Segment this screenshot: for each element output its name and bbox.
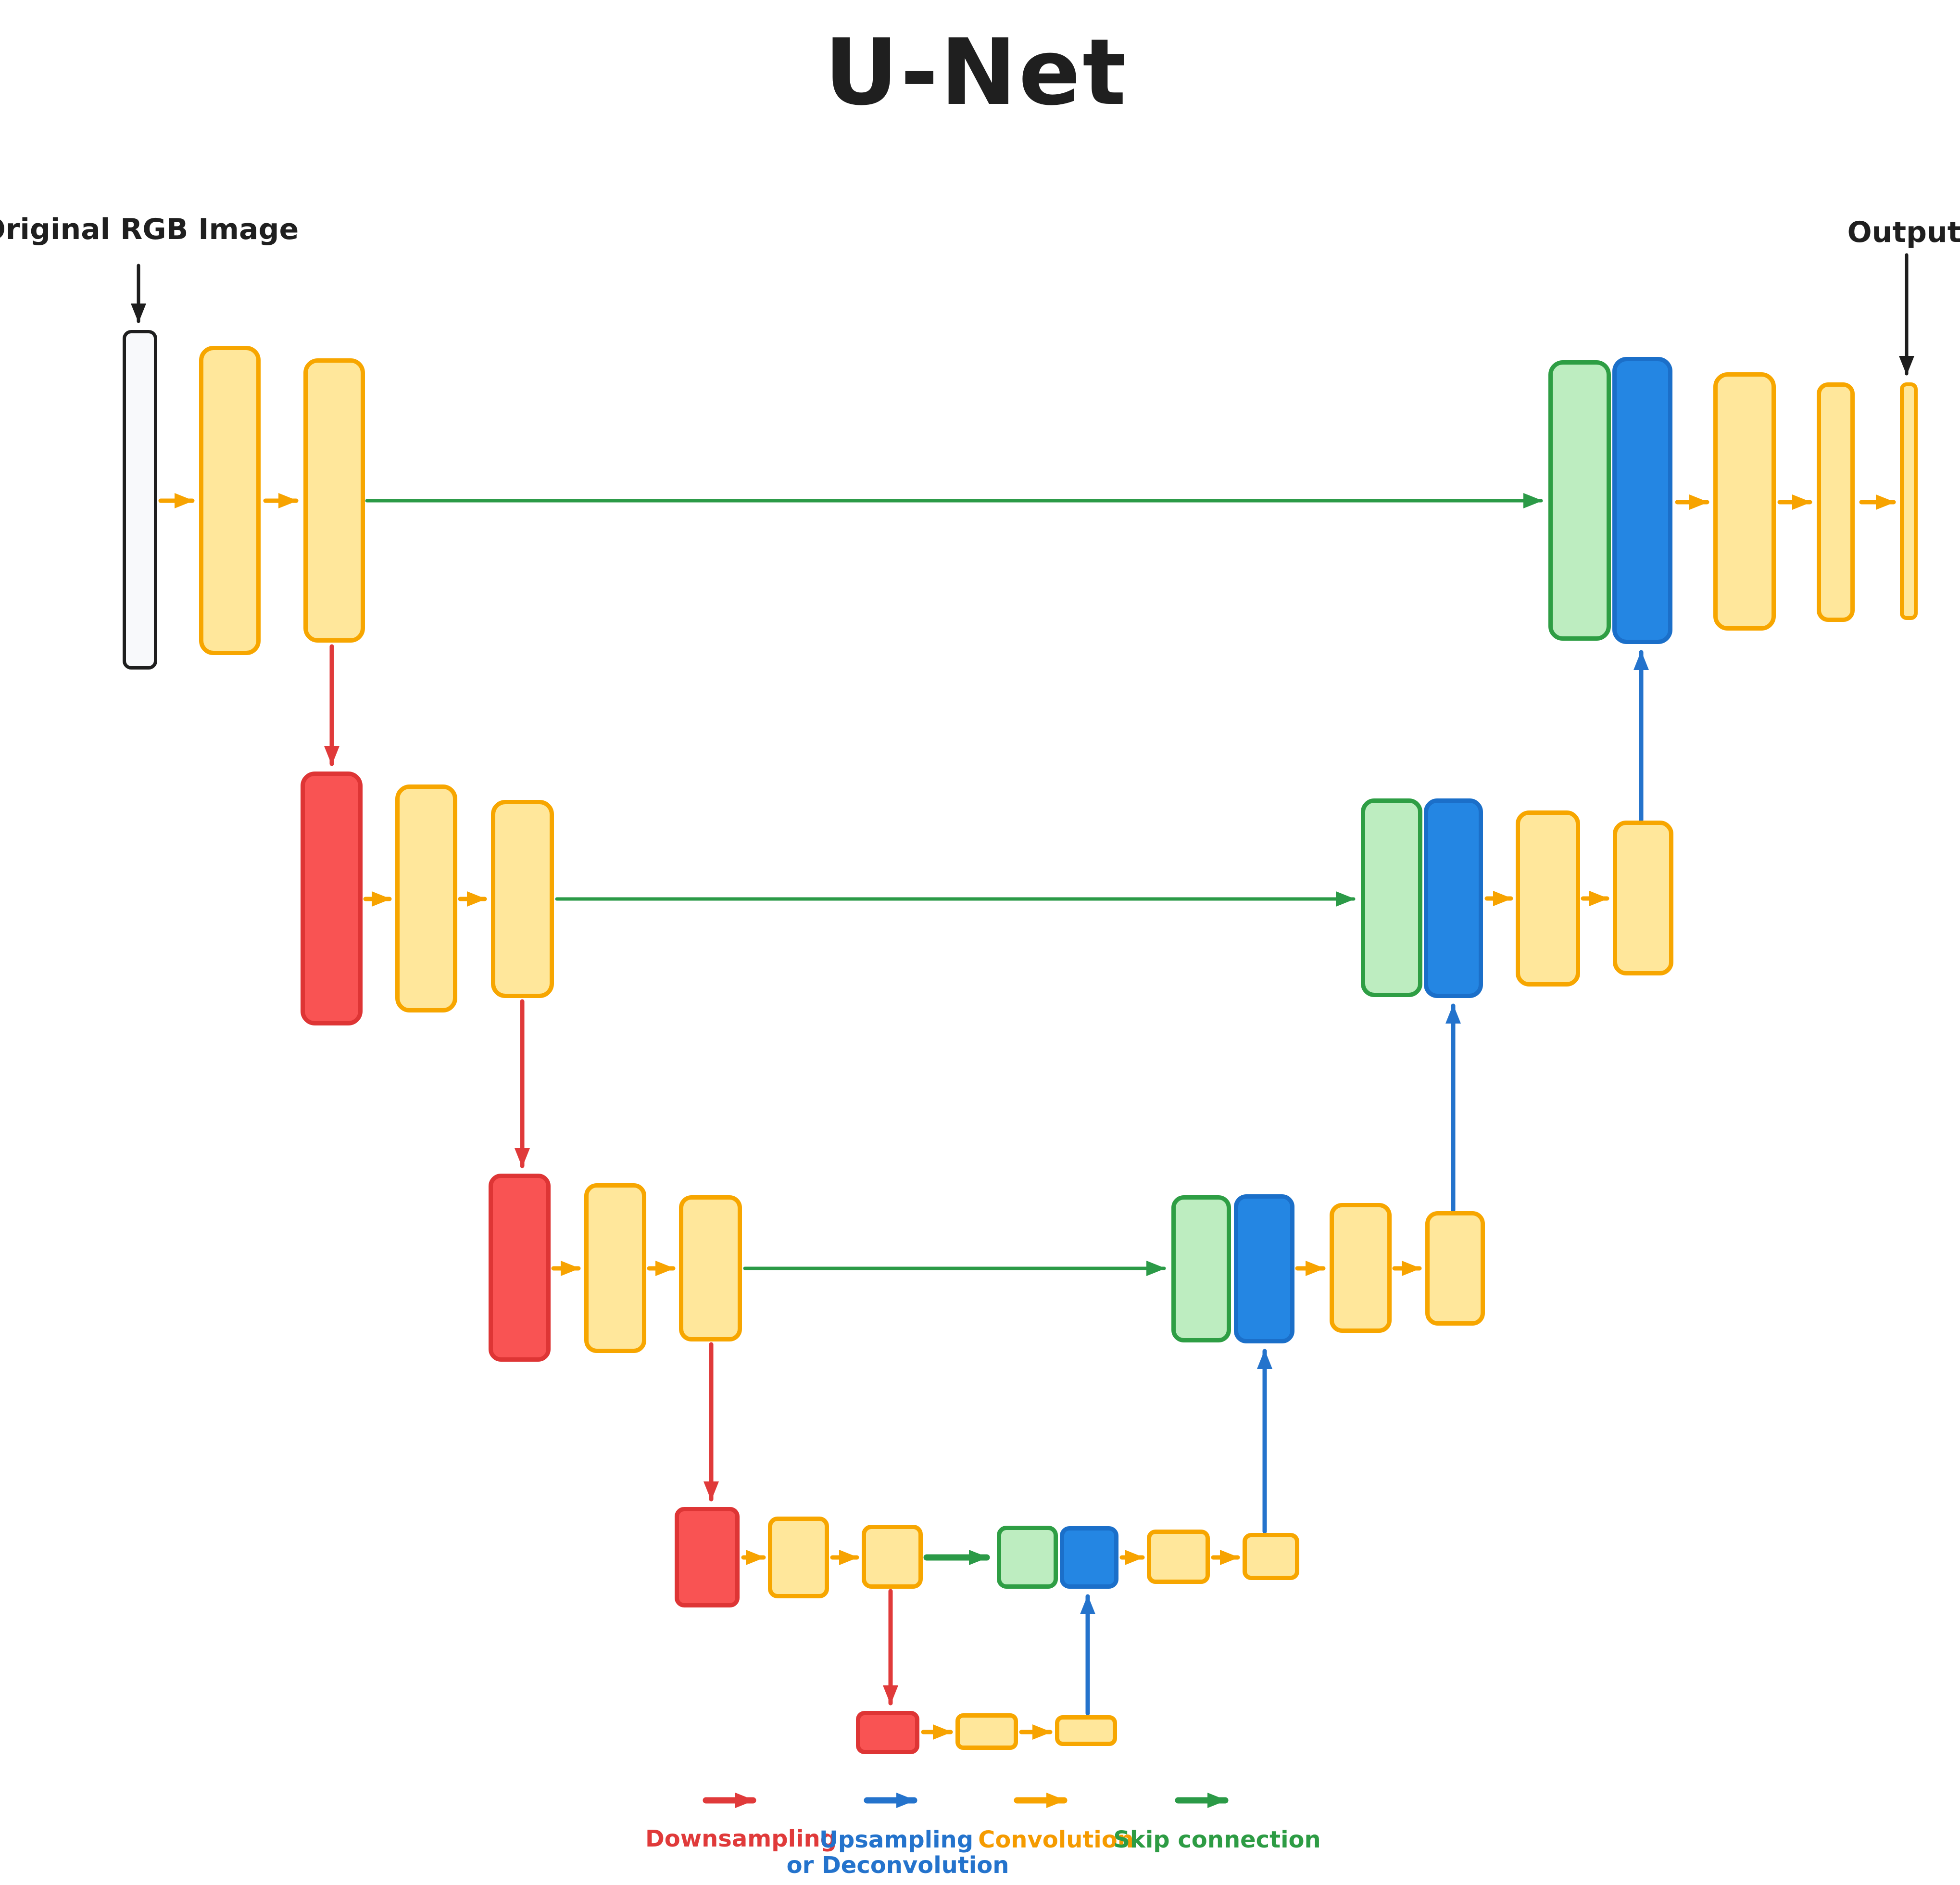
input-label: Original RGB Image: [0, 213, 299, 246]
dec3-concat-block: [1171, 1195, 1231, 1342]
legend-skip-connection-label: Skip connection: [1113, 1826, 1321, 1853]
output-block: [1900, 382, 1918, 620]
enc4-conv1-block: [768, 1517, 829, 1598]
enc2-conv2-block: [491, 800, 554, 998]
bottleneck-downsample-block: [856, 1711, 919, 1754]
page-title: U-Net: [824, 19, 1128, 126]
dec3-conv1-block: [1330, 1203, 1392, 1333]
legend-upsampling-label-line2: or Deconvolution: [786, 1852, 1009, 1879]
bottleneck-conv2-block: [1055, 1715, 1117, 1746]
enc1-conv2-block: [303, 358, 365, 643]
input-image-block: [123, 330, 157, 670]
enc4-conv2-block: [862, 1525, 923, 1589]
dec2-upsample-block: [1424, 798, 1483, 998]
legend-convolution-label: Convolution: [978, 1826, 1134, 1853]
dec4-conv2-block: [1243, 1533, 1299, 1580]
output-label: Output: [1847, 215, 1960, 249]
enc1-conv1-block: [199, 346, 261, 655]
dec2-conv2-block: [1613, 821, 1673, 975]
enc2-conv1-block: [395, 784, 457, 1012]
dec1-conv1-block: [1713, 372, 1776, 631]
legend-downsampling-label: Downsampling: [645, 1825, 837, 1852]
dec3-upsample-block: [1234, 1194, 1294, 1343]
dec4-upsample-block: [1060, 1526, 1118, 1589]
dec4-conv1-block: [1147, 1530, 1210, 1584]
dec1-upsample-block: [1612, 357, 1672, 644]
dec2-concat-block: [1361, 798, 1422, 997]
dec3-conv2-block: [1425, 1211, 1485, 1326]
dec1-conv2-block: [1817, 382, 1855, 622]
legend-upsampling-label: Upsampling: [819, 1826, 974, 1853]
dec1-concat-block: [1548, 360, 1611, 641]
enc2-downsample-block: [301, 772, 363, 1025]
enc3-downsample-block: [489, 1174, 551, 1362]
dec4-concat-block: [997, 1526, 1058, 1589]
enc4-downsample-block: [675, 1507, 740, 1607]
dec2-conv1-block: [1516, 810, 1580, 987]
enc3-conv2-block: [679, 1195, 742, 1341]
bottleneck-conv1-block: [955, 1713, 1018, 1750]
enc3-conv1-block: [584, 1183, 646, 1353]
